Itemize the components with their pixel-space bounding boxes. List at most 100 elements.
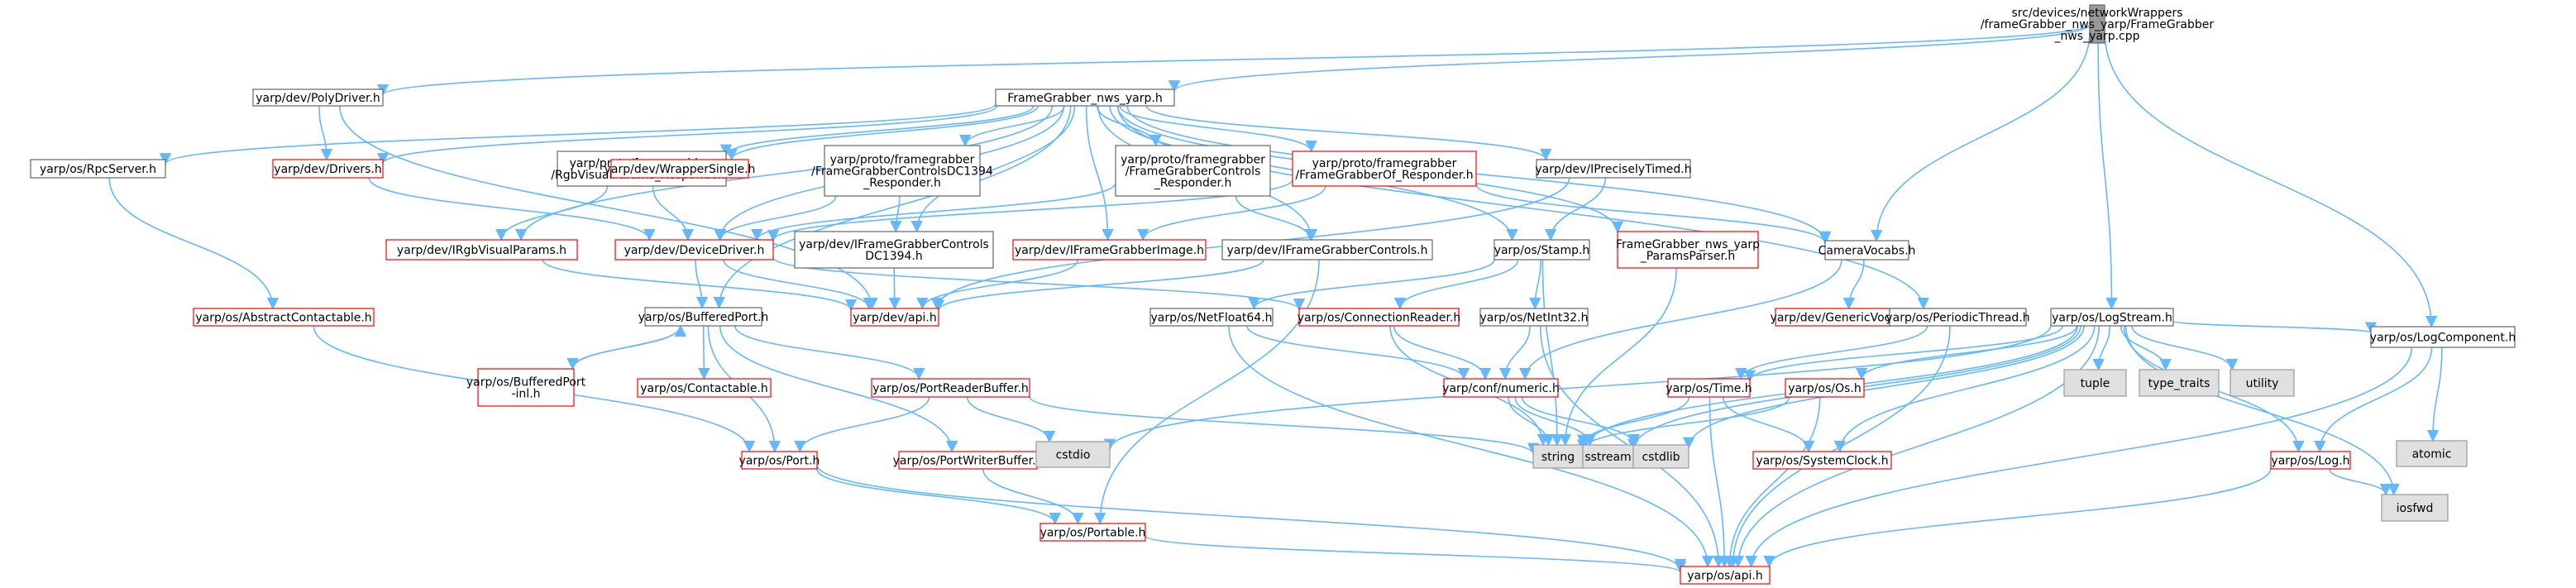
node-box [1298,308,1460,327]
node-ifgcontrols[interactable]: yarp/dev/IFrameGrabberControls.h [1221,239,1433,261]
node-label: yarp/dev/Drivers.h [274,163,381,176]
node-log[interactable]: yarp/os/Log.h [2270,451,2351,470]
node-label: utility [2246,377,2279,390]
node-box [30,159,166,179]
node-portable[interactable]: yarp/os/Portable.h [1039,523,1146,542]
node-label: FrameGrabber_nws_yarp.h [1007,92,1162,105]
node-box [1479,308,1589,327]
node-logstream[interactable]: yarp/os/LogStream.h [2050,308,2174,327]
node-cameravocabs[interactable]: CameraVocabs.h [1818,240,1916,261]
node-box [1752,451,1892,470]
node-port[interactable]: yarp/os/Port.h [739,451,820,470]
node-label: DC1394.h [865,250,923,263]
node-paramsparser[interactable]: FrameGrabber_nws_yarp_ParamsParser.h [1616,231,1760,269]
node-fgof_resp[interactable]: yarp/proto/framegrabber/FrameGrabberOf_R… [1292,151,1477,187]
node-portreaderbuffer[interactable]: yarp/os/PortReaderBuffer.h [871,378,1030,398]
node-label: /FrameGrabberControls [1126,165,1261,179]
node-numeric[interactable]: yarp/conf/numeric.h [1442,378,1560,398]
edge-rgbvp_resp-to-devicedriver [652,185,694,241]
node-box [252,88,384,107]
edge-fgnws_h-to-irgbvp [514,105,1054,241]
edge-netint32-to-numeric [1498,325,1531,380]
node-box [614,239,774,261]
node-label: yarp/dev/IFrameGrabberControls [799,238,989,251]
node-fgnws_h[interactable]: FrameGrabber_nws_yarp.h [995,88,1175,107]
node-label: yarp/os/PortWriterBuffer.h [893,455,1044,468]
edge-root-to-logstream [2097,42,2118,310]
edge-fgnws_h-to-rgbvp_resp [719,105,1035,157]
node-irgbvp[interactable]: yarp/dev/IRgbVisualParams.h [385,239,578,261]
node-netfloat64[interactable]: yarp/os/NetFloat64.h [1149,308,1274,327]
node-label: yarp/dev/IFrameGrabberControls.h [1226,244,1427,257]
node-box [1667,378,1751,398]
node-box [1012,239,1207,261]
node-label: yarp/os/BufferedPort [466,376,586,390]
node-periodicthread[interactable]: yarp/os/PeriodicThread.h [1885,308,2030,327]
node-box [193,308,375,327]
edge-portable-to-osapi [1145,535,1686,574]
node-systemclock[interactable]: yarp/os/SystemClock.h [1752,451,1892,470]
edge-stamp-to-netint32 [1529,259,1541,310]
edge-bufferedport-to-portreaderbuffer [734,325,925,380]
edge-time-to-osapi [1709,396,1731,568]
edge-fgc1394_resp-to-devicedriver [714,195,837,241]
node-devapi[interactable]: yarp/dev/api.h [850,308,939,327]
edge-logstream-to-os_h [1856,325,2078,380]
node-tuple: tuple [2063,369,2127,397]
edge-portwriterbuffer-to-portable [982,468,1084,525]
edge-time-to-string [1576,396,1690,447]
node-ifgimage[interactable]: yarp/dev/IFrameGrabberImage.h [1012,239,1207,261]
node-contactable[interactable]: yarp/os/Contactable.h [637,378,772,398]
node-bufferedport[interactable]: yarp/os/BufferedPort.h [638,307,769,327]
node-netint32[interactable]: yarp/os/NetInt32.h [1479,308,1589,327]
node-label: /frameGrabber_nws_yarp/FrameGrabber [1981,18,2215,31]
node-bufferedport_inl[interactable]: yarp/os/BufferedPort-inl.h [466,368,586,407]
node-time[interactable]: yarp/os/Time.h [1666,378,1752,398]
node-label: yarp/dev/DeviceDriver.h [624,244,765,257]
node-fgc1394_resp[interactable]: yarp/proto/framegrabber/FrameGrabberCont… [811,145,993,197]
node-rpcserver[interactable]: yarp/os/RpcServer.h [30,159,166,179]
node-connreader[interactable]: yarp/os/ConnectionReader.h [1298,308,1461,327]
node-box [741,451,818,470]
node-fgc_resp[interactable]: yarp/proto/framegrabber/FrameGrabberCont… [1115,145,1271,197]
edge-fgnws_h-to-periodicthread [1116,105,1929,310]
edge-cameravocabs-to-numeric [1519,259,1842,380]
edge-portreaderbuffer-to-string [1029,396,1539,456]
edge-stamp-to-netfloat64 [1248,259,1495,310]
node-abscontactable[interactable]: yarp/os/AbstractContactable.h [193,308,375,327]
edge-ifgimage-to-devapi [916,259,1079,310]
edge-fgc_resp-to-devicedriver [751,183,1116,241]
node-label: yarp/os/AbstractContactable.h [195,312,371,325]
node-box [1443,378,1559,398]
edge-logcomponent-to-log [2314,347,2433,453]
edge-ipreciselytimed-to-stamp [1544,177,1607,241]
edge-bufferedport-to-contactable [698,325,710,380]
node-label: yarp/os/Os.h [1788,382,1861,395]
node-label: src/devices/networkWrappers [2012,7,2183,20]
node-portwriterbuffer[interactable]: yarp/os/PortWriterBuffer.h [893,451,1044,470]
node-polydriver[interactable]: yarp/dev/PolyDriver.h [252,88,384,107]
node-label: yarp/os/RpcServer.h [40,163,156,176]
edge-fgc_resp-to-ifgcontrols [1235,195,1317,241]
edge-ifgcontrols-to-devapi [932,259,1264,312]
node-wrappersingle[interactable]: yarp/dev/WrapperSingle.h [605,159,756,179]
node-sstream: sstream [1582,444,1634,469]
node-drivers[interactable]: yarp/dev/Drivers.h [272,159,384,179]
node-box [2139,369,2220,397]
node-label: yarp/proto/framegrabber [830,154,975,167]
node-ipreciselytimed[interactable]: yarp/dev/IPreciselyTimed.h [1535,159,1692,179]
node-os_h[interactable]: yarp/os/Os.h [1785,378,1865,398]
node-devicedriver[interactable]: yarp/dev/DeviceDriver.h [614,239,774,261]
node-osapi[interactable]: yarp/os/api.h [1680,566,1771,585]
node-label: atomic [2412,448,2452,461]
node-logcomponent[interactable]: yarp/os/LogComponent.h [2370,326,2516,348]
node-label: string [1541,451,1575,464]
node-box [637,378,772,398]
node-genericvocabs[interactable]: yarp/dev/GenericVocabs.h [1771,308,1923,327]
node-stamp[interactable]: yarp/os/Stamp.h [1494,239,1590,261]
edge-portreaderbuffer-to-cstdio [966,396,1056,443]
edge-devicedriver-to-devapi [723,259,875,310]
edge-root-to-cameravocabs [1871,31,2091,242]
edge-polydriver-to-devapi [338,105,878,310]
